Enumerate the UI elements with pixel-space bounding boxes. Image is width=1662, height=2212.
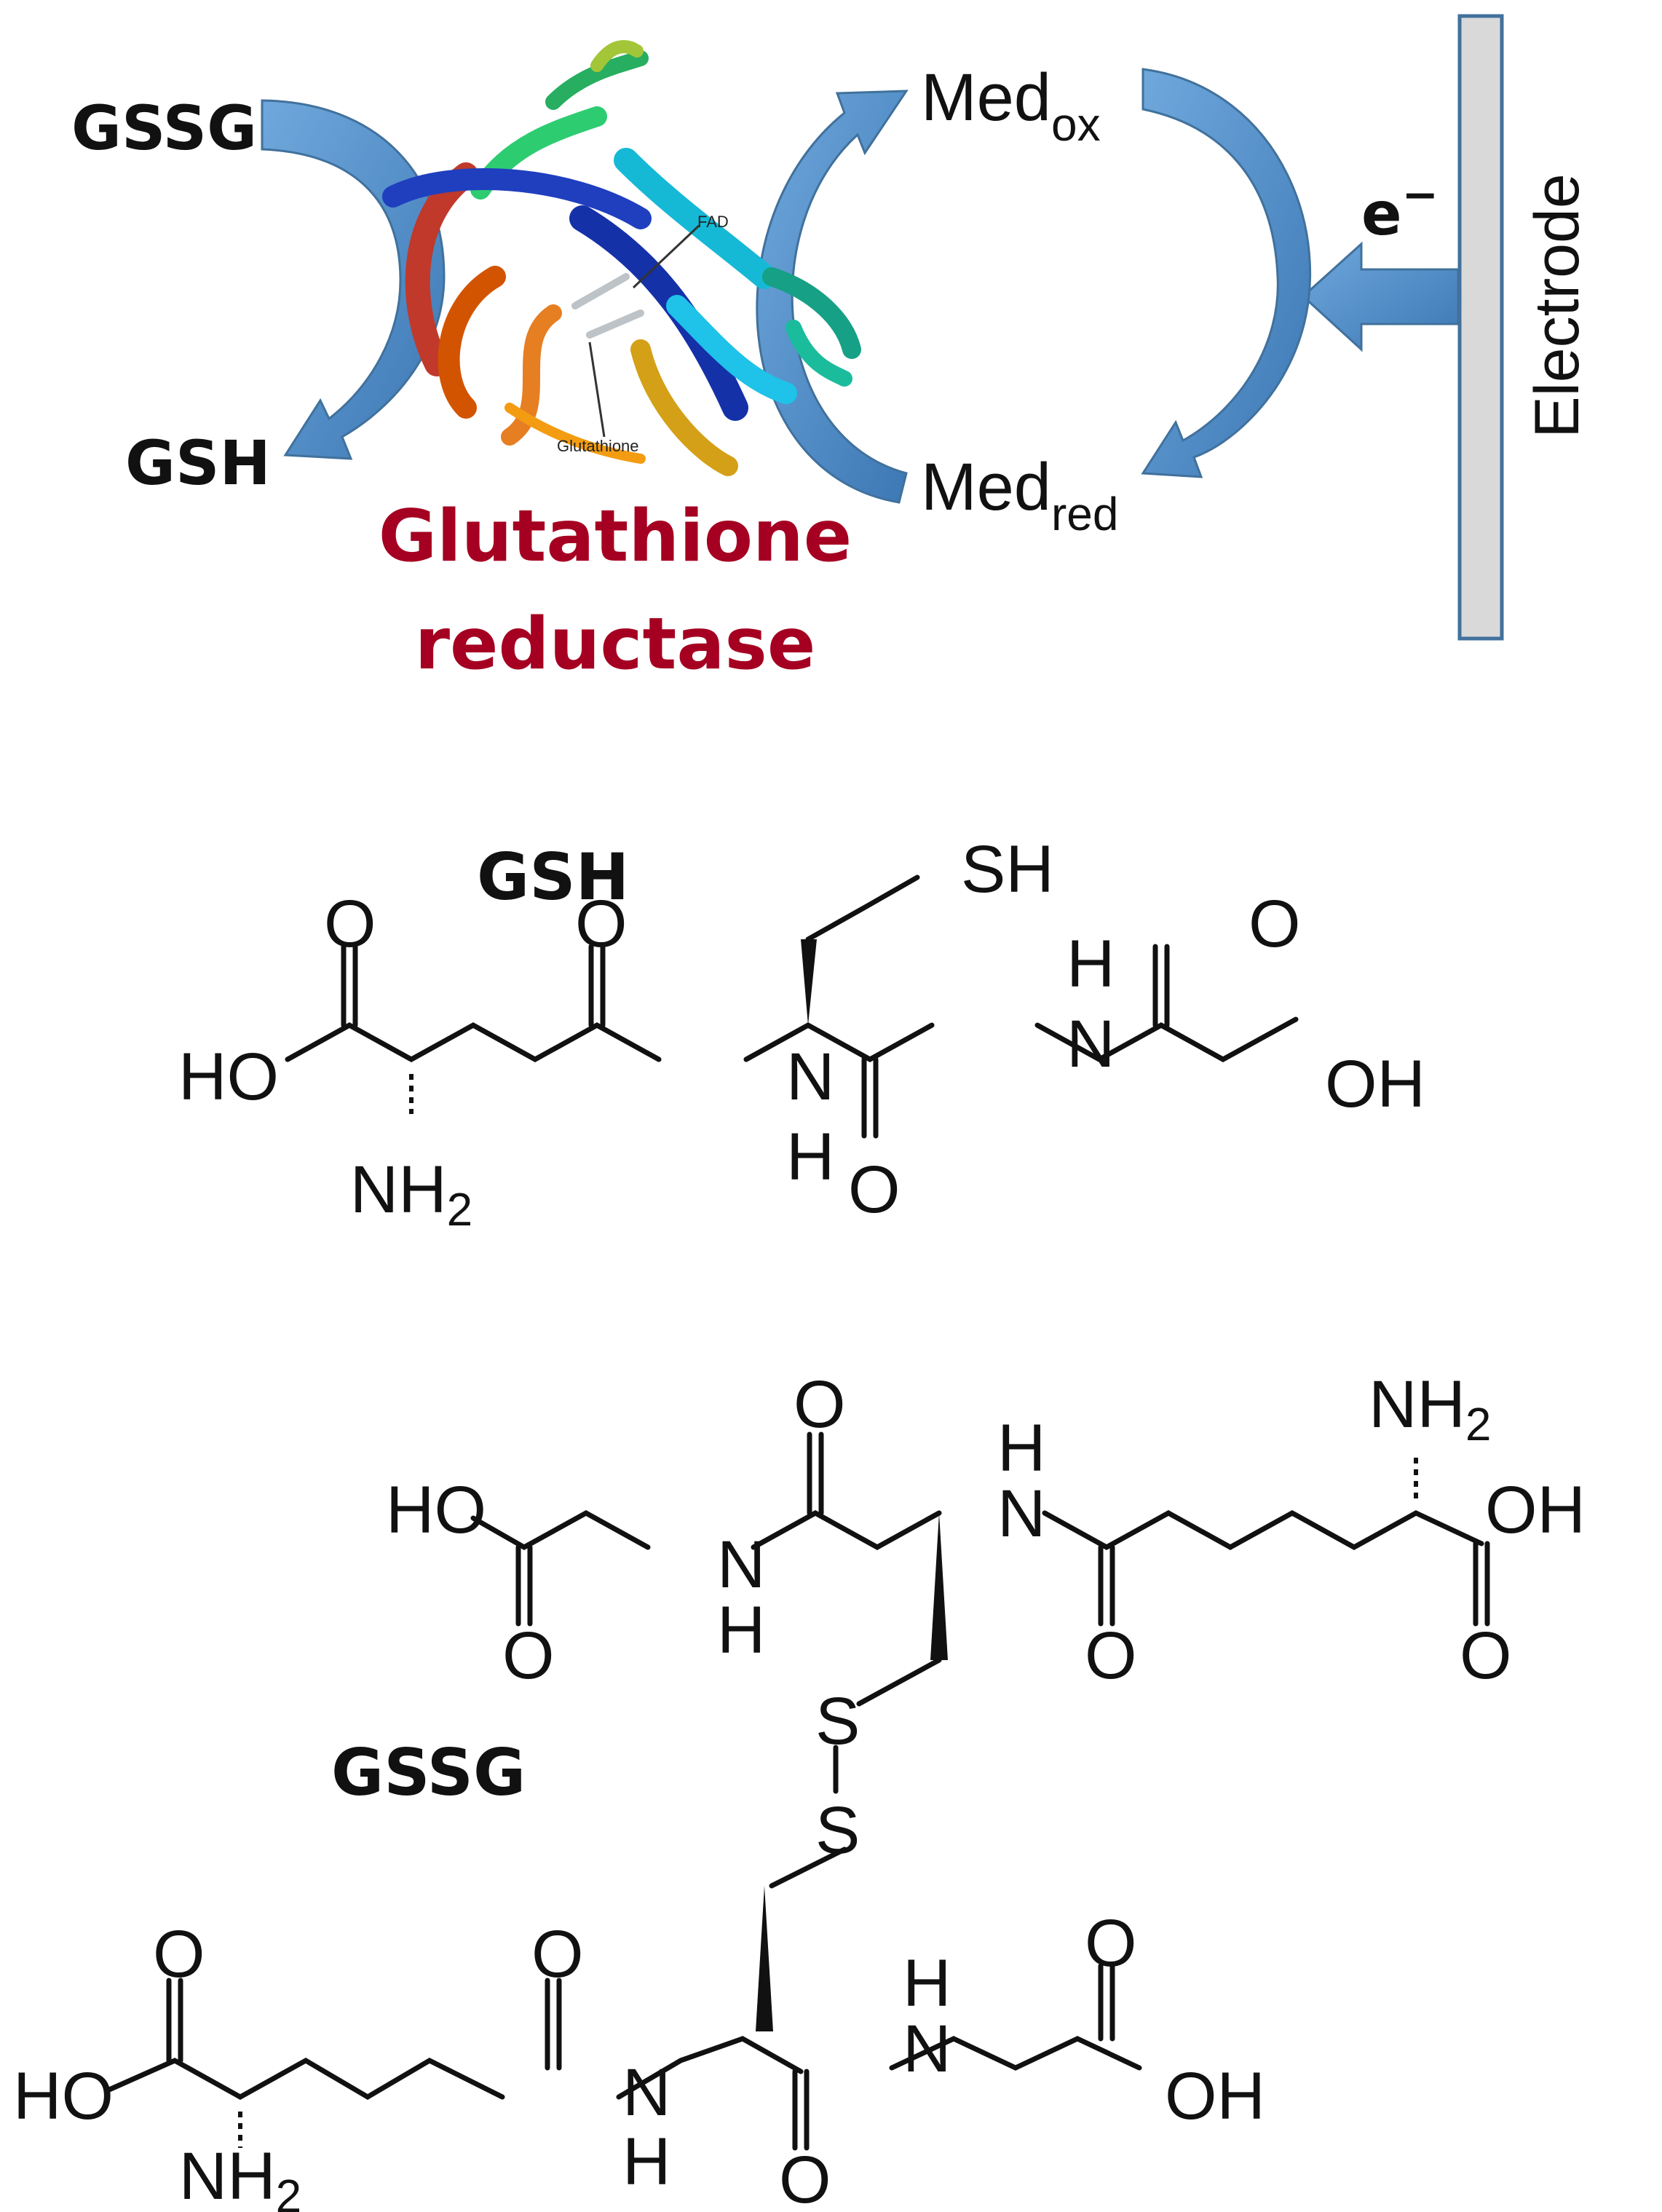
gsh-structure: GSH O HO NH2 O N H SH O H N O OH (178, 832, 1425, 1236)
gssg-upper-n-1: N (717, 1528, 765, 1602)
gssg-lower-ho: HO (13, 2059, 114, 2133)
gsh-oh: OH (1325, 1047, 1425, 1121)
gsh-h-1: H (786, 1120, 834, 1194)
gssg-lower-o-1: O (153, 1917, 205, 1991)
glutathione-site-label: Glutathione (557, 437, 639, 455)
reaction-scheme: Electrode e− (71, 14, 1592, 686)
gsh-o-3: O (848, 1153, 901, 1227)
electrode-bar (1457, 14, 1504, 641)
gssg-structure: GSSG HO O N H O H N O NH2 OH O (13, 1367, 1586, 2212)
electrode-label: Electrode (1522, 173, 1592, 438)
gssg-s-2: S (815, 1793, 860, 1868)
med-ox-label: Medox (921, 60, 1101, 151)
gsh-scheme-label: GSH (125, 427, 271, 499)
gsh-n-2: N (1067, 1007, 1115, 1081)
gsh-ho: HO (178, 1040, 279, 1114)
gsh-title: GSH (477, 840, 629, 915)
gssg-upper-o-2: O (794, 1367, 846, 1442)
gssg-upper-o-1: O (502, 1619, 555, 1693)
gssg-scheme-label: GSSG (71, 92, 257, 164)
gssg-upper-h-2: H (997, 1411, 1045, 1485)
gsh-n-1: N (786, 1040, 834, 1114)
mediator-oxidation-arrow (756, 90, 909, 504)
gsh-o-1: O (324, 887, 376, 961)
gssg-lower-n-1: N (622, 2055, 670, 2130)
enzyme-structure-image: FAD Glutathione (382, 40, 861, 476)
gsh-sh: SH (961, 832, 1054, 906)
gsh-nh2: NH2 (350, 1153, 472, 1236)
electron-label: e− (1361, 170, 1439, 249)
gssg-lower-o-4: O (1085, 1906, 1137, 1980)
gssg-s-1: S (815, 1684, 860, 1758)
gssg-lower-oh: OH (1165, 2059, 1265, 2133)
enzyme-name-line2: reductase (415, 603, 816, 686)
gssg-upper-n-2: N (997, 1477, 1045, 1551)
med-red-label: Medred (921, 450, 1118, 540)
gssg-upper-oh: OH (1485, 1473, 1586, 1547)
gssg-upper-nh2: NH2 (1369, 1367, 1491, 1450)
gsh-o-4: O (1249, 887, 1301, 961)
fad-label: FAD (697, 213, 729, 231)
gssg-upper-o-3: O (1085, 1619, 1137, 1693)
gssg-upper-o-4: O (1460, 1619, 1512, 1693)
gsh-h-2: H (1067, 927, 1115, 1001)
mediator-reduction-arrow (1141, 68, 1311, 478)
gssg-lower-h-2: H (903, 1946, 951, 2021)
gssg-upper-h-1: H (717, 1593, 765, 1667)
gssg-lower-o-2: O (531, 1917, 584, 1991)
enzyme-name-line1: Glutathione (379, 495, 852, 578)
gssg-lower-h-1: H (622, 2125, 670, 2199)
electrode-electron-arrow (1301, 241, 1460, 352)
gssg-upper-ho: HO (386, 1473, 486, 1547)
gsh-o-2: O (575, 887, 628, 961)
gssg-title: GSSG (331, 1735, 526, 1810)
gssg-lower-nh2: NH2 (179, 2139, 301, 2212)
gssg-lower-n-2: N (903, 2012, 951, 2086)
gssg-lower-o-3: O (779, 2143, 831, 2212)
